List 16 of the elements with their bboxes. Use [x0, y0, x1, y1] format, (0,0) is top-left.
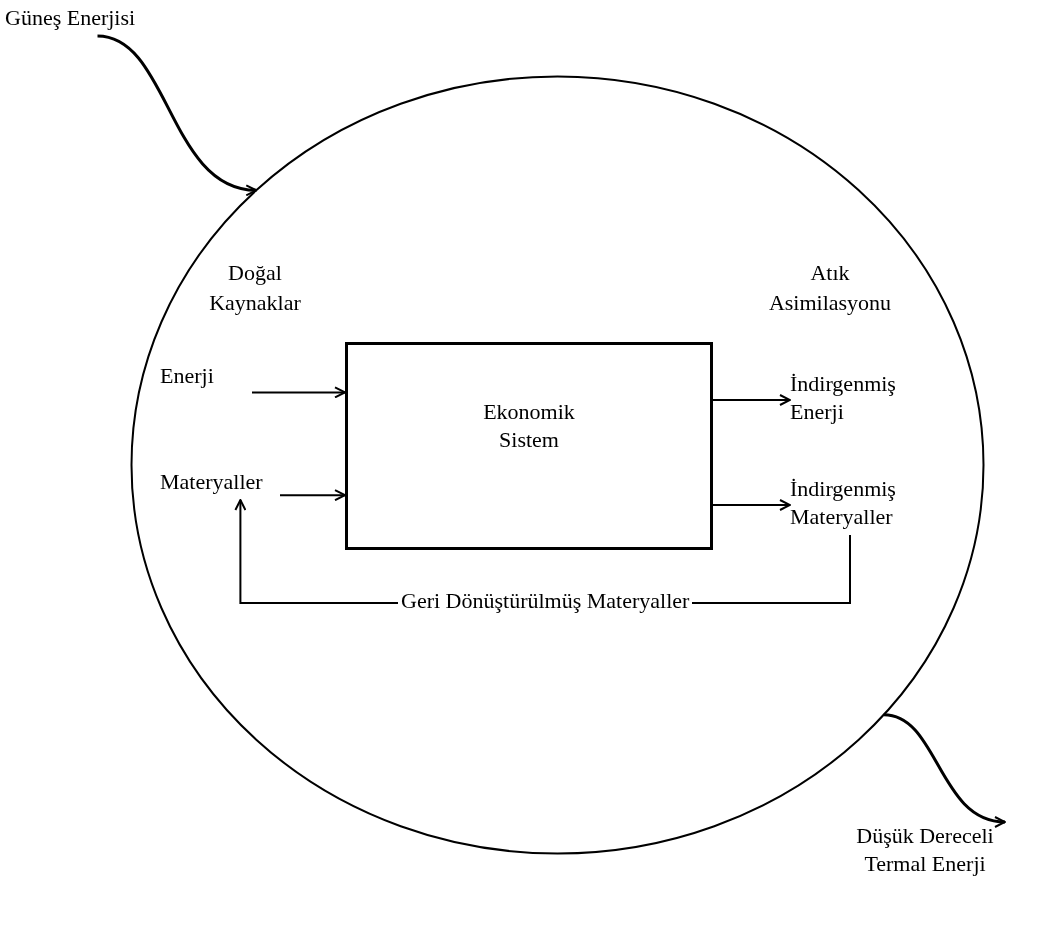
arrow [712, 394, 791, 406]
node-label: Düşük Dereceli Termal Enerji [825, 822, 1025, 892]
box-title: Ekonomik Sistem [482, 398, 576, 454]
arrow [97, 34, 258, 195]
section-heading: Doğal Kaynaklar [208, 259, 302, 317]
arrow [883, 713, 1006, 827]
node-label: İndirgenmiş Enerji [790, 370, 910, 430]
node-label: Enerji [160, 362, 252, 394]
node-label: İndirgenmiş Materyaller [790, 475, 910, 535]
system-box [345, 342, 713, 550]
arrow [712, 499, 791, 511]
arrow [251, 386, 346, 399]
section-heading: Atık Asimilasyonu [767, 259, 893, 317]
node-label: Materyaller [160, 468, 280, 500]
arrow [279, 489, 346, 502]
node-label: Güneş Enerjisi [5, 4, 190, 36]
